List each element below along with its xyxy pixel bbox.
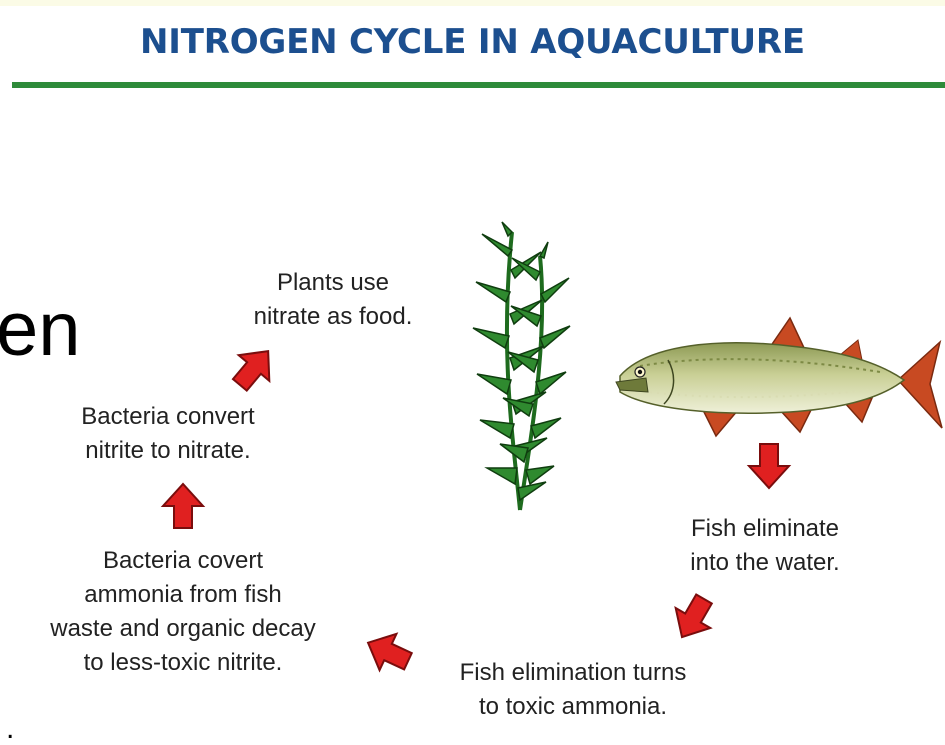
arrow-left-icon bbox=[360, 625, 417, 680]
arrow-down-left-icon bbox=[665, 589, 722, 647]
arrow-up-icon bbox=[163, 484, 203, 528]
fish-icon bbox=[616, 318, 942, 436]
aquatic-plant-icon bbox=[473, 222, 570, 510]
arrow-up-icon bbox=[225, 338, 284, 397]
arrow-down-icon bbox=[749, 444, 789, 488]
